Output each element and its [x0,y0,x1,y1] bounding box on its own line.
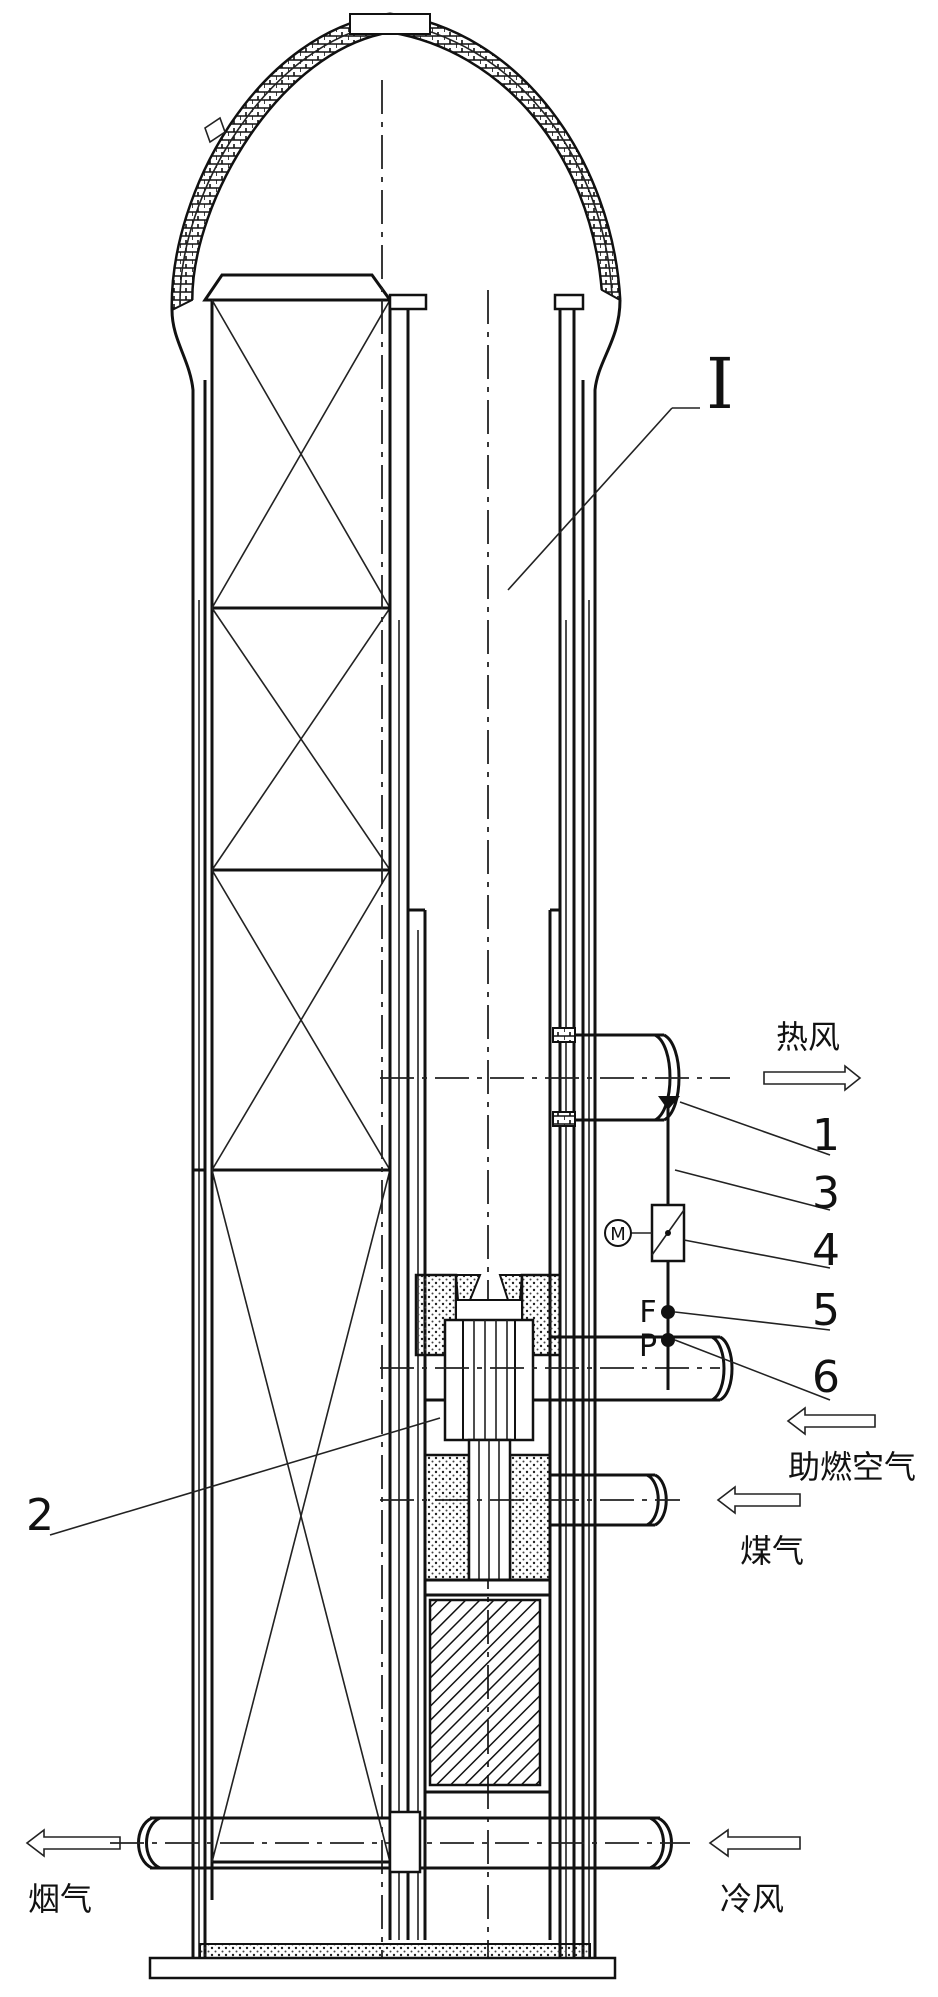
leader-lines [49,407,831,1536]
combustion-air-inlet [380,1335,734,1402]
callout-4: 4 [812,1225,840,1276]
motor-letter: M [610,1224,626,1245]
combustion-air-label: 助燃空气 [788,1448,916,1486]
combustion-chamber [548,293,585,1960]
bottom-pipe [110,1810,690,1874]
checker-pack [202,273,393,1900]
hatched-block [428,1598,542,1787]
ceramic-burner [414,1273,562,1582]
callout-5: 5 [812,1285,840,1336]
callout-1: 1 [812,1110,840,1161]
pressure-point [661,1333,675,1347]
p-label: P [639,1329,657,1364]
section-label-i: I [706,343,734,425]
gas-arrow [716,1485,801,1515]
callout-3: 3 [812,1168,840,1219]
control-valve [650,1203,686,1263]
flue-gas-label: 烟气 [28,1880,92,1918]
callout-2: 2 [26,1490,54,1541]
outer-shell [170,299,622,1960]
flow-meter-point [661,1305,675,1319]
cold-air-label: 冷风 [720,1880,784,1918]
f-label: F [639,1295,656,1330]
instrument-line: M [604,1096,686,1390]
cold-air-arrow [708,1828,801,1858]
partition-wall [388,293,428,1940]
hot-air-arrow [763,1064,862,1092]
callout-6: 6 [812,1352,840,1403]
flue-gas-arrow [25,1828,121,1858]
hot-air-label: 热风 [776,1018,840,1056]
stove-base [148,1943,617,1980]
combustion-air-arrow [786,1406,876,1436]
gas-inlet [380,1473,680,1527]
hot-air-outlet [380,1027,730,1127]
stove-dome [170,12,622,312]
gas-label: 煤气 [740,1532,804,1570]
motor-icon [604,1219,632,1247]
